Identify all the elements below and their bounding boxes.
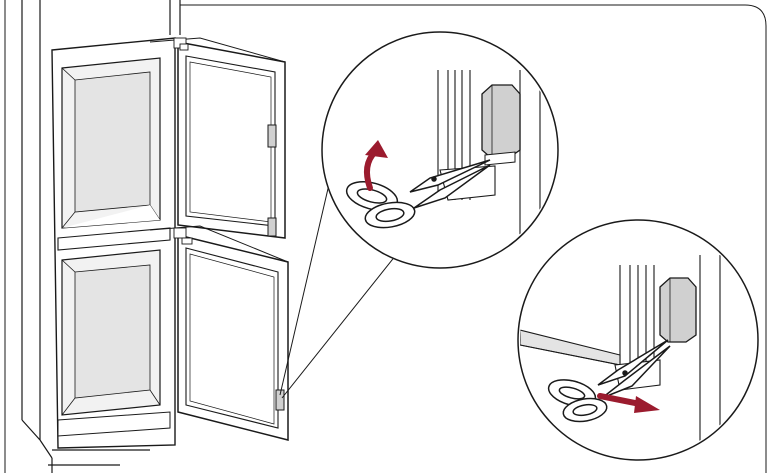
pull-arrow-icon xyxy=(597,393,643,407)
upper-door-hinge-top xyxy=(267,124,277,148)
frame-border xyxy=(4,0,767,473)
lower-door-hinge xyxy=(275,389,285,411)
fridge-plinth xyxy=(57,411,171,437)
hinge-cover-block xyxy=(481,84,521,158)
compartment-divider xyxy=(57,227,171,251)
upper-compartment xyxy=(61,57,161,229)
scissors-icon xyxy=(345,159,491,229)
zoom-callout-2 xyxy=(517,219,759,461)
cabinet-column xyxy=(21,0,181,473)
zoom-callout-1 xyxy=(321,31,559,269)
callout-leaders xyxy=(279,179,401,399)
scissors-icon-2 xyxy=(547,339,671,423)
upper-door xyxy=(149,37,286,239)
fridge-body xyxy=(51,37,176,449)
lower-door xyxy=(149,225,289,441)
upper-door-hinge-bottom xyxy=(267,217,277,237)
hinge-details xyxy=(173,37,193,245)
lower-compartment xyxy=(61,249,161,416)
hinge-cover-block-2 xyxy=(659,277,697,343)
